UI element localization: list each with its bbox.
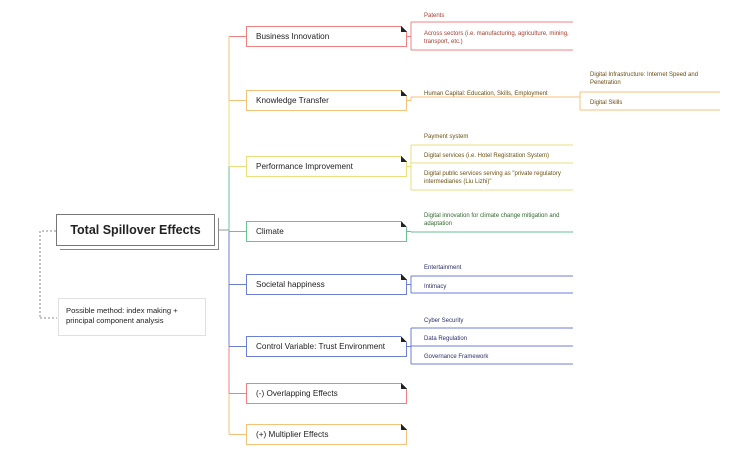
branch-label: Control Variable: Trust Environment	[256, 342, 386, 351]
leaf-item[interactable]: Digital services (i.e. Hotel Registratio…	[424, 153, 550, 159]
leaf-item[interactable]: Patents	[424, 13, 445, 19]
corner-fold-icon	[401, 274, 407, 280]
root-label: Total Spillover Effects	[70, 223, 201, 237]
branch-node-knowledge-transfer[interactable]: Knowledge Transfer	[246, 90, 407, 111]
branch-node-climate[interactable]: Climate	[246, 221, 407, 242]
branch-node-performance-improvement[interactable]: Performance Improvement	[246, 156, 407, 177]
corner-fold-icon	[401, 26, 407, 32]
branch-label: Climate	[256, 227, 284, 236]
corner-fold-icon	[401, 221, 407, 227]
method-note[interactable]: Possible method: index making + principa…	[58, 298, 206, 336]
leaf-item[interactable]: Intimacy	[424, 284, 447, 290]
leaf-item[interactable]: Payment system	[424, 134, 469, 140]
branch-label: (-) Overlapping Effects	[256, 389, 338, 398]
corner-fold-icon	[401, 156, 407, 162]
branch-label: Business Innovation	[256, 32, 330, 41]
corner-fold-icon	[401, 424, 407, 430]
leaf-item[interactable]: Digital public services serving as "priv…	[424, 171, 561, 185]
corner-fold-icon	[401, 90, 407, 96]
leaf-item[interactable]: Entertainment	[424, 265, 462, 271]
branch-label: Knowledge Transfer	[256, 96, 329, 105]
branch-node-overlapping-effects[interactable]: (-) Overlapping Effects	[246, 383, 407, 404]
branch-label: (+) Multiplier Effects	[256, 430, 329, 439]
leaf-item[interactable]: Across sectors (i.e. manufacturing, agri…	[424, 31, 569, 45]
branch-node-business-innovation[interactable]: Business Innovation	[246, 26, 407, 47]
subleaf-item[interactable]: Digital Infrastructure: Internet Speed a…	[590, 72, 699, 86]
leaf-item[interactable]: Governance Framework	[424, 354, 489, 360]
root-node-total-spillover-effects[interactable]: Total Spillover Effects	[56, 214, 215, 246]
branch-node-multiplier-effects[interactable]: (+) Multiplier Effects	[246, 424, 407, 445]
leaf-item[interactable]: Digital innovation for climate change mi…	[424, 213, 560, 227]
leaf-item[interactable]: Cyber Security	[424, 318, 464, 324]
branch-label: Societal happiness	[256, 280, 325, 289]
leaf-item[interactable]: Human Capital: Education, Skills, Employ…	[424, 91, 548, 97]
subleaf-item[interactable]: Digital Skills	[590, 100, 623, 106]
branch-node-societal-happiness[interactable]: Societal happiness	[246, 274, 407, 295]
corner-fold-icon	[401, 383, 407, 389]
method-note-text: Possible method: index making + principa…	[66, 306, 178, 325]
branch-label: Performance Improvement	[256, 162, 353, 171]
corner-fold-icon	[401, 336, 407, 342]
leaf-item[interactable]: Data Regulation	[424, 336, 468, 342]
branch-node-control-variable-trust-environment[interactable]: Control Variable: Trust Environment	[246, 336, 407, 357]
